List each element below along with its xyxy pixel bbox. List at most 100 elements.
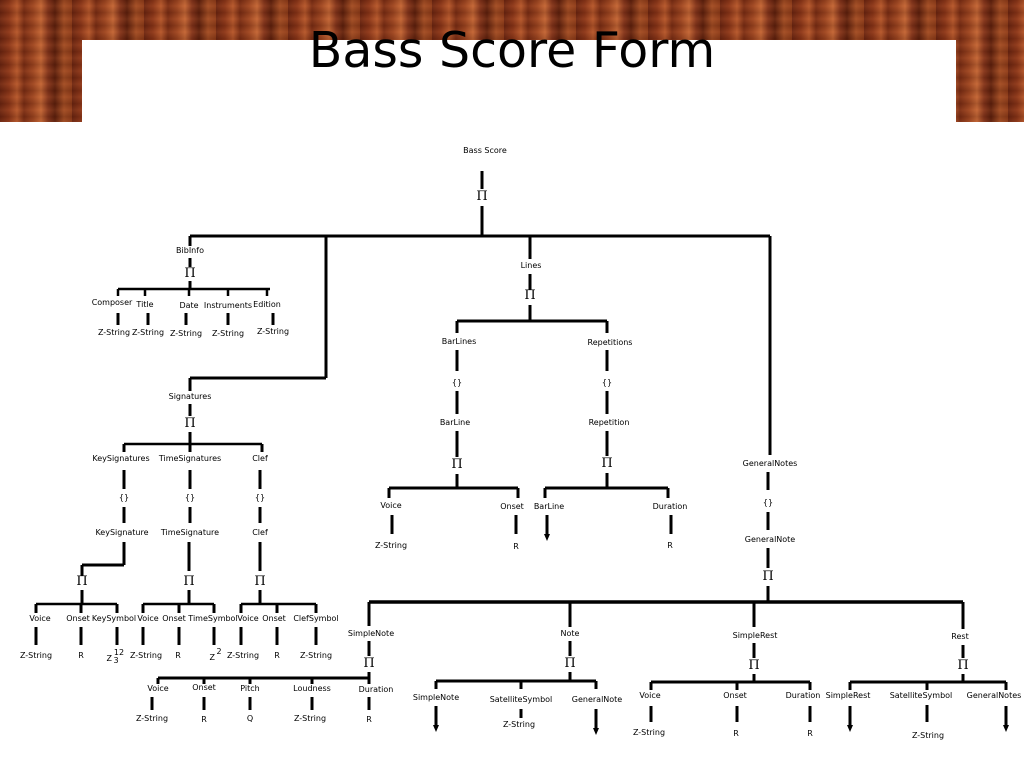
- leaf-zstring: Z-String: [300, 651, 332, 660]
- leaf-real: R: [78, 651, 84, 660]
- node-keysymbol: KeySymbol: [92, 614, 136, 623]
- node-barline: BarLine: [440, 418, 470, 427]
- node-timesignature: TimeSignature: [160, 528, 219, 537]
- node-clefsymbol: ClefSymbol: [293, 614, 338, 623]
- title-panel: [82, 40, 956, 122]
- node-voice: Voice: [237, 614, 258, 623]
- product-symbol: Π: [183, 574, 194, 589]
- leaf-real: R: [274, 651, 280, 660]
- leaf-z-superscript: 2: [216, 647, 221, 656]
- leaf-z-subscript: 3: [113, 656, 118, 665]
- product-symbol: Π: [184, 266, 195, 281]
- leaf-real: R: [513, 542, 519, 551]
- node-satellitesymbol: SatelliteSymbol: [890, 691, 953, 700]
- node-simplenote-ref: SimpleNote: [413, 693, 459, 702]
- node-date: Date: [179, 301, 198, 310]
- set-symbol: {}: [602, 378, 612, 387]
- leaf-zstring: Z-String: [503, 720, 535, 729]
- node-edition: Edition: [253, 300, 281, 309]
- leaf-zstring: Z-String: [912, 731, 944, 740]
- product-symbol: Π: [957, 658, 968, 673]
- node-bass-score: Bass Score: [463, 146, 507, 155]
- leaf-zstring: Z-String: [227, 651, 259, 660]
- node-simplerest: SimpleRest: [733, 631, 778, 640]
- node-simplenote: SimpleNote: [348, 629, 394, 638]
- node-composer: Composer: [92, 298, 133, 307]
- set-symbol: {}: [185, 493, 195, 502]
- node-title_field: Title: [135, 300, 153, 309]
- leaf-zstring: Z-String: [98, 328, 130, 337]
- node-barline-ref: BarLine: [534, 502, 564, 511]
- node-timesignatures: TimeSignatures: [158, 454, 221, 463]
- product-symbol: Π: [762, 569, 773, 584]
- set-symbol: {}: [119, 493, 129, 502]
- product-symbol: Π: [184, 416, 195, 431]
- node-onset: Onset: [162, 614, 186, 623]
- leaf-zstring: Z-String: [20, 651, 52, 660]
- pointer-arrow: [847, 725, 853, 732]
- node-voice: Voice: [29, 614, 50, 623]
- leaf-real: R: [807, 729, 813, 738]
- node-satellitesymbol: SatelliteSymbol: [490, 695, 553, 704]
- node-repetitions: Repetitions: [588, 338, 633, 347]
- node-generalnote: GeneralNote: [745, 535, 796, 544]
- node-duration: Duration: [653, 502, 688, 511]
- node-keysignatures: KeySignatures: [92, 454, 149, 463]
- node-repetition: Repetition: [589, 418, 630, 427]
- node-voice: Voice: [147, 684, 168, 693]
- leaf-real: R: [175, 651, 181, 660]
- product-symbol: Π: [524, 288, 535, 303]
- node-clef: Clef: [252, 454, 268, 463]
- pointer-arrow: [433, 725, 439, 732]
- node-barlines: BarLines: [442, 337, 477, 346]
- leaf-z-symbol: Z: [210, 653, 216, 662]
- node-onset: Onset: [66, 614, 90, 623]
- set-symbol: {}: [452, 378, 462, 387]
- product-symbol: Π: [451, 457, 462, 472]
- node-note: Note: [561, 629, 580, 638]
- product-symbol: Π: [363, 656, 374, 671]
- product-symbol: Π: [748, 658, 759, 673]
- leaf-zstring: Z-String: [170, 329, 202, 338]
- node-generalnotes: GeneralNotes: [743, 459, 798, 468]
- node-generalnote-ref: GeneralNote: [572, 695, 623, 704]
- leaf-zstring: Z-String: [633, 728, 665, 737]
- node-generalnotes-ref: GeneralNotes: [967, 691, 1022, 700]
- node-keysignature: KeySignature: [95, 528, 148, 537]
- node-onset: Onset: [500, 502, 524, 511]
- node-duration: Duration: [359, 685, 394, 694]
- node-timesymbol: TimeSymbol: [187, 614, 237, 623]
- node-duration: Duration: [786, 691, 821, 700]
- leaf-real: R: [366, 715, 372, 724]
- leaf-real: R: [733, 729, 739, 738]
- pointer-arrow: [593, 728, 599, 735]
- node-pitch: Pitch: [240, 684, 259, 693]
- leaf-zstring: Z-String: [294, 714, 326, 723]
- product-symbol: Π: [601, 456, 612, 471]
- node-onset: Onset: [192, 683, 216, 692]
- leaf-q: Q: [247, 714, 253, 723]
- node-simplerest-ref: SimpleRest: [826, 691, 871, 700]
- node-signatures: Signatures: [169, 392, 212, 401]
- product-symbol: Π: [564, 656, 575, 671]
- node-lines: Lines: [521, 261, 542, 270]
- set-symbol: {}: [255, 493, 265, 502]
- leaf-zstring: Z-String: [136, 714, 168, 723]
- node-instruments: Instruments: [204, 301, 252, 310]
- leaf-z-symbol: Z: [107, 654, 113, 663]
- pointer-arrow: [544, 534, 550, 541]
- node-voice: Voice: [380, 501, 401, 510]
- leaf-z-superscript: 12: [114, 648, 124, 657]
- set-symbol: {}: [763, 498, 773, 507]
- node-bibinfo: BibInfo: [176, 246, 204, 255]
- product-symbol: Π: [254, 574, 265, 589]
- node-onset: Onset: [262, 614, 286, 623]
- product-symbol: Π: [476, 189, 487, 204]
- leaf-zstring: Z-String: [375, 541, 407, 550]
- node-clef: Clef: [252, 528, 268, 537]
- node-voice: Voice: [137, 614, 158, 623]
- node-onset: Onset: [723, 691, 747, 700]
- slide-title: Bass Score Form: [308, 22, 716, 79]
- leaf-real: R: [667, 541, 673, 550]
- leaf-zstring: Z-String: [132, 328, 164, 337]
